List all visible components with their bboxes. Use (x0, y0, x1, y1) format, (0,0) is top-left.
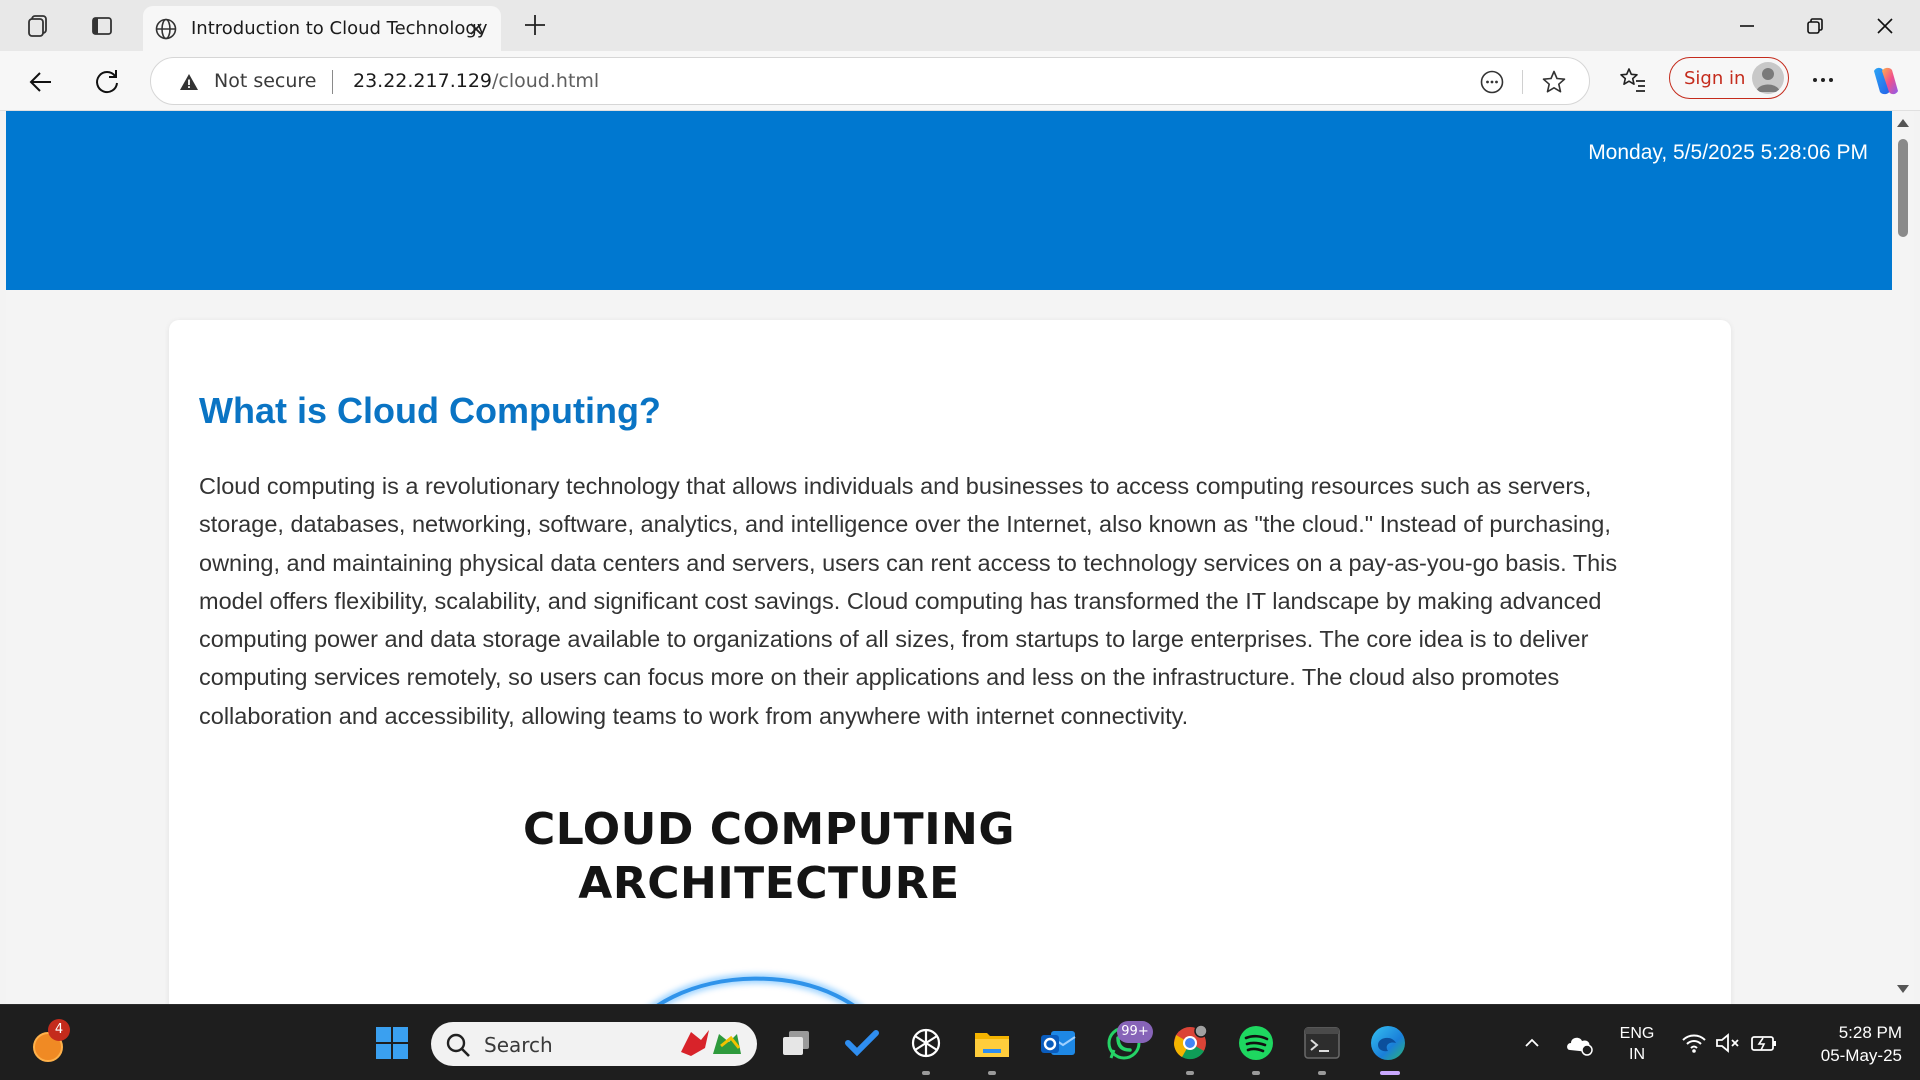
close-window-button[interactable] (1862, 8, 1908, 44)
address-bar[interactable]: Not secure 23.22.217.129/cloud.html (150, 57, 1590, 105)
workspaces-icon[interactable] (24, 12, 52, 40)
refresh-icon[interactable] (90, 65, 124, 99)
whatsapp-badge: 99+ (1117, 1021, 1153, 1043)
sign-in-button[interactable]: Sign in (1669, 57, 1789, 99)
cloud-arc-graphic (651, 973, 860, 1004)
running-indicator (1186, 1071, 1194, 1075)
running-indicator (988, 1071, 996, 1075)
copilot-icon[interactable] (1868, 63, 1904, 99)
architecture-title-line2: ARCHITECTURE (578, 858, 960, 909)
sign-in-label: Sign in (1684, 67, 1746, 89)
region-code: IN (1629, 1046, 1645, 1063)
url-path: /cloud.html (492, 70, 600, 92)
windows-taskbar: 4 Search 99+ (0, 1004, 1920, 1080)
scrollbar-thumb[interactable] (1898, 139, 1908, 237)
running-indicator (922, 1071, 930, 1075)
close-tab-icon[interactable] (463, 16, 489, 42)
spotify-icon[interactable] (1236, 1023, 1276, 1063)
page-title: What is Cloud Computing? (199, 390, 661, 431)
minimize-button[interactable] (1724, 8, 1770, 44)
chatgpt-icon[interactable] (906, 1023, 946, 1063)
outlook-icon[interactable] (1038, 1023, 1078, 1063)
browser-tab[interactable]: Introduction to Cloud Technology (143, 6, 501, 51)
globe-icon (153, 16, 179, 42)
architecture-title: CLOUD COMPUTING ARCHITECTURE (449, 803, 1089, 911)
architecture-image: CLOUD COMPUTING ARCHITECTURE (449, 803, 1089, 1004)
search-label: Search (484, 1033, 553, 1057)
taskbar-search[interactable]: Search (431, 1022, 757, 1066)
chevron-up-icon[interactable] (1512, 1023, 1552, 1063)
system-clock[interactable]: 5:28 PM 05-May-25 (1790, 1021, 1902, 1067)
terminal-icon[interactable] (1302, 1023, 1342, 1063)
notification-badge: 4 (48, 1019, 70, 1041)
running-indicator (1318, 1071, 1326, 1075)
content-card: What is Cloud Computing? Cloud computing… (169, 320, 1731, 1004)
divider (1522, 70, 1523, 94)
todo-icon[interactable] (842, 1023, 882, 1063)
divider (332, 70, 333, 94)
speaker-muted-icon[interactable] (1708, 1023, 1748, 1063)
restore-button[interactable] (1792, 8, 1838, 44)
tab-actions-icon[interactable] (88, 12, 116, 40)
security-label[interactable]: Not secure (214, 70, 317, 92)
page-datetime: Monday, 5/5/2025 5:28:06 PM (1588, 141, 1868, 164)
tab-title: Introduction to Cloud Technology (191, 18, 488, 39)
scroll-down-icon[interactable] (1896, 983, 1910, 995)
page-header-banner: Monday, 5/5/2025 5:28:06 PM (6, 111, 1892, 290)
more-options-icon[interactable] (1808, 65, 1838, 95)
favorite-star-icon[interactable] (1541, 69, 1567, 95)
language-code: ENG (1619, 1025, 1655, 1042)
url-text[interactable]: 23.22.217.129/cloud.html (353, 70, 599, 92)
language-indicator[interactable]: ENG IN (1612, 1023, 1662, 1065)
scroll-up-icon[interactable] (1896, 117, 1910, 129)
avatar (1752, 62, 1784, 94)
running-indicator (1252, 1071, 1260, 1075)
edge-icon[interactable] (1368, 1023, 1408, 1063)
search-highlight-icon (681, 1030, 741, 1056)
battery-icon[interactable] (1744, 1023, 1784, 1063)
architecture-title-line1: CLOUD COMPUTING (522, 804, 1015, 855)
url-host: 23.22.217.129 (353, 70, 493, 92)
browser-titlebar: Introduction to Cloud Technology (0, 0, 1920, 51)
page-viewport: Monday, 5/5/2025 5:28:06 PM What is Clou… (6, 111, 1892, 1004)
active-indicator (1380, 1071, 1400, 1075)
chrome-icon[interactable] (1170, 1023, 1210, 1063)
onedrive-icon[interactable] (1560, 1023, 1600, 1063)
search-icon (446, 1033, 470, 1057)
task-view-icon[interactable] (776, 1023, 816, 1063)
windows-start-icon[interactable] (372, 1023, 412, 1063)
vertical-scrollbar[interactable] (1892, 111, 1914, 1004)
favorites-icon[interactable] (1618, 65, 1648, 95)
intro-paragraph: Cloud computing is a revolutionary techn… (199, 473, 1618, 729)
file-explorer-icon[interactable] (972, 1023, 1012, 1063)
wifi-icon[interactable] (1674, 1023, 1714, 1063)
clock-time: 5:28 PM (1838, 1023, 1902, 1042)
back-icon[interactable] (24, 65, 58, 99)
page-options-icon[interactable] (1479, 69, 1505, 95)
clock-date: 05-May-25 (1820, 1046, 1902, 1065)
navigation-bar: Not secure 23.22.217.129/cloud.html Sign… (0, 51, 1920, 111)
warning-icon (180, 74, 198, 90)
new-tab-button[interactable] (520, 10, 550, 40)
